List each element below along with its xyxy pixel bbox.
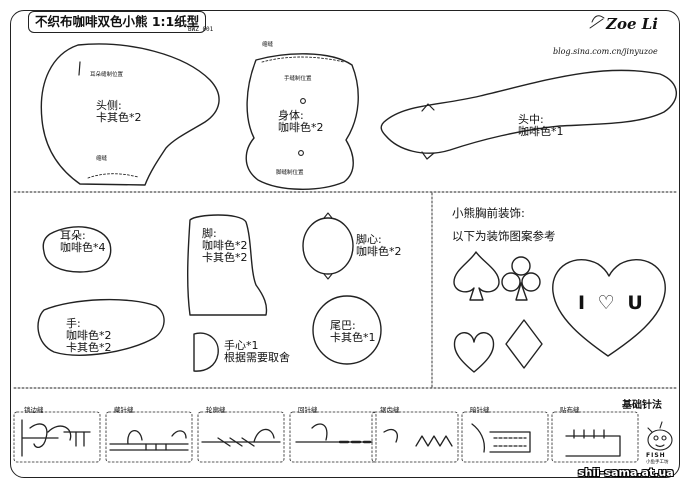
hand-color-1: 咖啡色*2 (66, 329, 112, 342)
sole-color: 咖啡色*2 (356, 245, 402, 258)
spade-shape (453, 251, 500, 301)
body-seam-mark: 缩缝 (262, 42, 274, 48)
stem-stitch-diagram (201, 428, 281, 447)
ear-outline (42, 226, 112, 273)
page-title: 不织布咖啡双色小熊 1:1纸型 (28, 11, 207, 33)
club-shape (501, 256, 541, 301)
foot-position-mark: 脚缝制位置 (276, 170, 304, 176)
stitch-label-zigzag: 锯齿缝 (380, 406, 400, 414)
stitch-label-ladder: 藏针缝 (114, 406, 134, 414)
stitch-label-applique: 贴布缝 (560, 406, 580, 414)
zigzag-stitch-diagram (383, 428, 453, 447)
head-side-seam-mark: 缩缝 (96, 156, 108, 162)
pattern-sheet-border (10, 10, 680, 478)
palm-outline (193, 332, 219, 372)
blind-stitch-diagram (471, 423, 531, 453)
pattern-code: BWZ 001 (188, 26, 214, 33)
foot-color-2: 卡其色*2 (202, 251, 248, 264)
body-outline (245, 53, 359, 190)
palm-note: 根据需要取舍 (224, 351, 290, 364)
small-heart-shape (453, 332, 495, 373)
fish-mascot-icon (647, 421, 673, 451)
hand-name: 手: (66, 317, 81, 330)
hand-outline (37, 298, 165, 356)
foot-outline (186, 214, 268, 316)
stitch-label-stem: 轮廓缝 (206, 406, 226, 414)
big-heart-shape (552, 258, 666, 357)
sole-outline (302, 217, 354, 275)
decor-subtitle: 以下为装饰图案参考 (452, 229, 556, 243)
blog-url: blog.sina.com.cn/jinyuzoe (553, 47, 658, 56)
hand-position-mark: 手缝制位置 (284, 76, 312, 82)
heart-text: I ♡ U (578, 292, 646, 314)
ear-color: 咖啡色*4 (60, 241, 106, 254)
stitch-label-back: 回针缝 (298, 406, 318, 414)
head-middle-name: 头中: (518, 113, 544, 126)
head-side-color: 卡其色*2 (96, 111, 142, 124)
palm-name: 手心*1 (224, 339, 259, 352)
hand-color-2: 卡其色*2 (66, 341, 112, 354)
fish-logo-text: FISH (646, 452, 666, 459)
body-name: 身体: (278, 109, 304, 122)
fish-logo-subtext: 小鱼手工坊 (646, 460, 669, 465)
body-color: 咖啡色*2 (278, 121, 324, 134)
blanket-stitch-diagram (21, 419, 91, 457)
tail-outline (312, 295, 382, 365)
ear-name: 耳朵: (60, 229, 86, 242)
foot-name: 脚: (202, 227, 217, 240)
ear-position-mark: 耳朵缝制位置 (90, 72, 124, 78)
diamond-shape (505, 319, 543, 369)
head-middle-color: 咖啡色*1 (518, 125, 564, 138)
sole-name: 脚心: (356, 233, 382, 246)
head-middle-outline (380, 69, 677, 154)
site-watermark: shii-sama.at.ua (578, 466, 674, 479)
applique-stitch-diagram (565, 429, 621, 457)
tail-name: 尾巴: (330, 319, 356, 332)
stitch-label-blind: 暗针缝 (470, 406, 490, 414)
decor-title: 小熊胸前装饰: (452, 206, 525, 220)
ladder-stitch-diagram (109, 430, 189, 451)
brand-signature: Zoe Li (606, 15, 658, 33)
head-side-outline (40, 43, 220, 186)
backstitch-diagram (295, 423, 373, 444)
stitch-guide-title: 基础针法 (622, 400, 662, 411)
stitch-label-blanket: 锁边缝 (24, 406, 44, 414)
foot-color-1: 咖啡色*2 (202, 239, 248, 252)
head-side-name: 头侧: (96, 99, 122, 112)
tail-color: 卡其色*1 (330, 331, 376, 344)
